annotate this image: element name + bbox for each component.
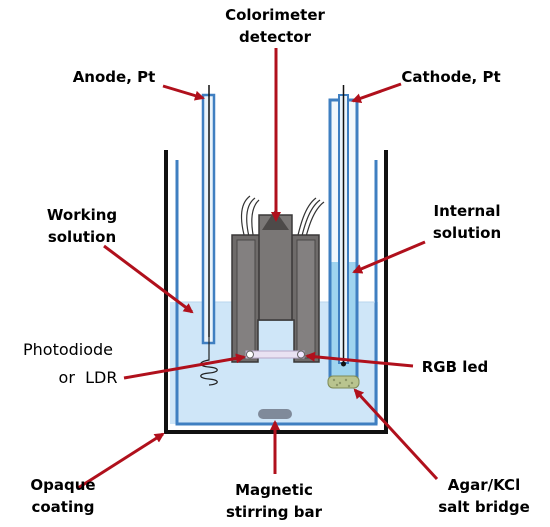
label-photodiode-1: Photodiode: [23, 340, 113, 359]
callout-arrows: [77, 48, 439, 490]
label-saltbridge-1: Agar/KCl: [448, 476, 520, 494]
arrow-photodiode: [123, 353, 246, 380]
salt-bridge-plug: [327, 375, 360, 389]
label-photodiode-2: or LDR: [59, 368, 118, 387]
label-rgb-led: RGB led: [422, 358, 489, 376]
label-stirring-1: Magnetic: [235, 481, 313, 499]
rgb-led: [297, 350, 305, 359]
light-path: [245, 350, 305, 359]
arrow-cathode: [351, 82, 402, 104]
label-opaque-2: coating: [31, 498, 94, 516]
label-colorimeter-2: detector: [239, 28, 312, 46]
arrow-salt-bridge: [353, 388, 439, 481]
cathode-electrode: [327, 85, 360, 389]
label-saltbridge-2: salt bridge: [438, 498, 530, 516]
arrow-rgb-led: [305, 351, 414, 368]
label-internal-1: Internal: [434, 202, 501, 220]
photodiode: [246, 350, 254, 359]
arrow-working-solution: [103, 244, 194, 314]
label-anode: Anode, Pt: [73, 68, 156, 86]
label-internal-2: solution: [433, 224, 501, 242]
arrow-opaque-coating: [77, 432, 165, 490]
label-working-2: solution: [48, 228, 116, 246]
label-stirring-2: stirring bar: [226, 503, 323, 521]
label-working-1: Working: [47, 206, 117, 224]
colorimeter-detector: [231, 195, 325, 363]
label-cathode: Cathode, Pt: [401, 68, 500, 86]
arrow-internal-solution: [352, 240, 426, 274]
label-colorimeter-1: Colorimeter: [225, 6, 325, 24]
anode-electrode: [200, 85, 218, 386]
arrow-anode: [162, 84, 205, 101]
magnetic-stirring-bar: [258, 409, 292, 419]
label-opaque-1: Opaque: [30, 476, 95, 494]
labels: Colorimeter detector Anode, Pt Cathode, …: [23, 6, 530, 521]
